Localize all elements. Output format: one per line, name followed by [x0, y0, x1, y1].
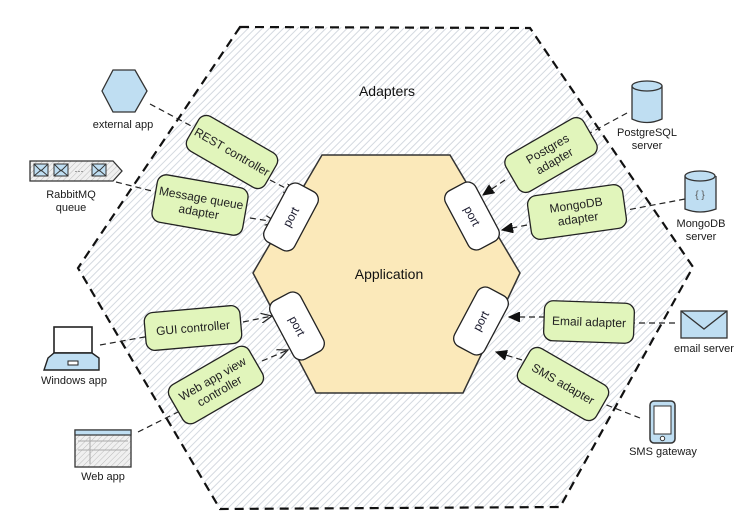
port-top-left[interactable]: port: [260, 180, 321, 254]
external-label: SMS gateway: [629, 446, 697, 458]
windows-app[interactable]: Windows app: [41, 326, 107, 387]
connector-external-app-rest: [149, 103, 196, 129]
gui-controller-adapter[interactable]: GUI controller: [143, 304, 243, 352]
connector-sms-sms-adapter: [603, 403, 641, 419]
message-queue-adapter[interactable]: Message queue adapter: [151, 173, 250, 236]
arrow-gui-to-port: [242, 316, 272, 322]
mongodb-server[interactable]: { } MongoDB server: [677, 170, 726, 243]
arrow-webview-to-port: [261, 350, 288, 362]
connector-windows-gui: [99, 335, 151, 346]
external-label: Windows app: [41, 375, 107, 387]
external-label: external app: [93, 119, 154, 131]
web-app[interactable]: Web app: [74, 429, 132, 483]
browser-window-icon: [74, 429, 132, 468]
svg-text:···: ···: [75, 166, 84, 176]
adapter-label: GUI controller: [156, 318, 231, 338]
arrow-mongodb-to-port: [502, 225, 528, 230]
adapter-label-line-2: adapter: [557, 209, 599, 229]
email-adapter[interactable]: Email adapter: [542, 300, 636, 344]
sms-adapter[interactable]: SMS adapter: [514, 344, 612, 424]
port-bottom-right[interactable]: port: [450, 284, 511, 358]
adapter-label: Email adapter: [552, 314, 626, 331]
database-icon: [631, 80, 663, 124]
external-label-line-2: queue: [56, 202, 87, 214]
arrow-sms-to-port: [496, 352, 523, 361]
connector-postgresql-postgres-adapter: [589, 112, 628, 134]
hexagon-icon: [101, 69, 148, 113]
sms-gateway[interactable]: SMS gateway: [629, 400, 697, 458]
external-app[interactable]: external app: [93, 69, 154, 131]
external-label-line-2: server: [686, 231, 717, 243]
mongodb-adapter[interactable]: MongoDB adapter: [526, 184, 628, 241]
adapter-label-line-2: adapter: [178, 201, 221, 222]
rabbitmq-queue[interactable]: ··· RabbitMQ queue: [29, 160, 123, 214]
postgresql-server[interactable]: PostgreSQL server: [617, 80, 677, 152]
connector-webapp-webview: [137, 411, 179, 433]
envelope-icon: [680, 310, 728, 339]
arrow-postgres-to-port: [483, 179, 506, 195]
external-label: Web app: [81, 471, 125, 483]
email-server[interactable]: email server: [674, 310, 734, 355]
smartphone-icon: [649, 400, 676, 444]
external-label-line-1: RabbitMQ: [46, 189, 96, 201]
connector-rabbitmq-mq-adapter: [115, 181, 161, 194]
external-label-line-1: MongoDB: [677, 218, 726, 230]
laptop-icon: [43, 326, 100, 371]
external-label: email server: [674, 343, 734, 355]
adapters-label: Adapters: [359, 83, 415, 99]
message-queue-icon: ···: [29, 160, 123, 182]
braces-glyph: { }: [695, 190, 705, 201]
application-label: Application: [355, 266, 424, 282]
external-label-line-1: PostgreSQL: [617, 127, 677, 139]
port-top-right[interactable]: port: [441, 179, 502, 253]
document-database-icon: { }: [684, 170, 717, 213]
port-bottom-left[interactable]: port: [266, 289, 327, 363]
external-label-line-2: server: [632, 140, 663, 152]
